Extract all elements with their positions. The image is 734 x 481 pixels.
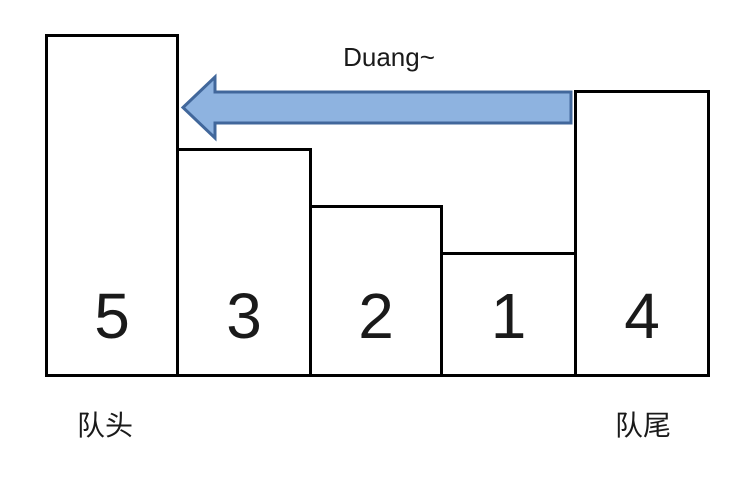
queue-item-box-5: 4 <box>574 90 710 377</box>
queue-item-value: 2 <box>358 280 394 352</box>
queue-item-box-1: 5 <box>45 34 179 377</box>
queue-item-box-4: 1 <box>440 252 577 377</box>
left-arrow-shape <box>180 73 573 142</box>
queue-tail-label: 队尾 <box>614 411 672 442</box>
queue-item-value: 1 <box>490 280 527 352</box>
queue-item-value: 5 <box>94 280 130 352</box>
arrow-caption: Duang~ <box>343 42 435 72</box>
queue-item-value: 3 <box>226 280 262 352</box>
queue-item-box-2: 3 <box>176 148 312 377</box>
queue-item-box-3: 2 <box>309 205 443 377</box>
queue-item-value: 4 <box>624 280 660 352</box>
queue-head-label: 队头 <box>76 411 134 442</box>
